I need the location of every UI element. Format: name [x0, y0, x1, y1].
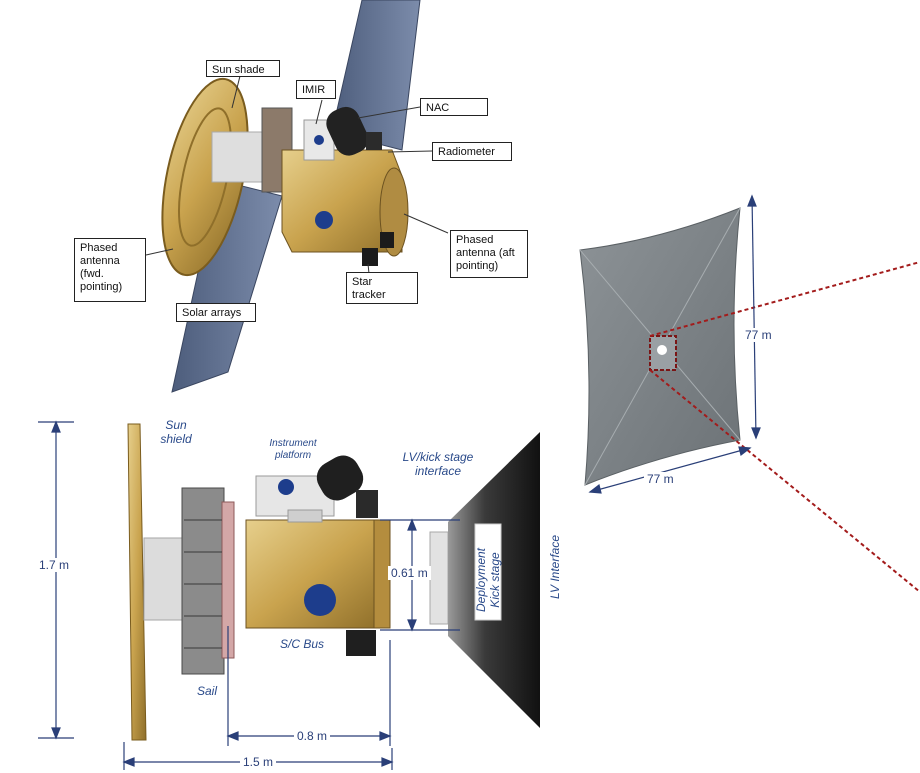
label-sun-shield: Sun shield [160, 418, 192, 446]
dim-total-length: 1.5 m [240, 755, 277, 769]
label-lv-interface: LV Interface [548, 534, 562, 600]
deployed-sail [579, 207, 741, 486]
zoom-lines [649, 261, 920, 593]
callout-nac: NAC [420, 98, 488, 116]
sail-height-dim: 77 m [742, 328, 775, 342]
dim-bus-height: 0.61 m [388, 566, 431, 580]
side-view-spacecraft [127, 423, 540, 741]
callout-phased-antenna-aft: Phased antenna (aft pointing) [450, 230, 528, 278]
top-spacecraft [161, 0, 421, 393]
sail-stack [181, 487, 225, 675]
label-deployment-kick-stage: Deployment Kick stage [474, 547, 502, 613]
callout-phased-antenna-fwd: Phased antenna (fwd. pointing) [74, 238, 146, 302]
label-sail: Sail [196, 684, 217, 698]
callout-radiometer: Radiometer [432, 142, 512, 161]
label-sc-bus: S/C Bus [279, 637, 324, 651]
nasa-logo-top [315, 211, 333, 229]
callout-sun-shade: Sun shade [206, 60, 280, 77]
label-lv-kick-interface: LV/kick stage interface [402, 450, 474, 478]
sail-dimension-lines [588, 194, 761, 494]
callout-star-tracker: Star tracker [346, 272, 418, 304]
sun-shield [127, 423, 147, 741]
callout-imir: IMIR [296, 80, 336, 99]
label-instrument-platform: Instrument platform [269, 438, 317, 461]
dim-total-height: 1.7 m [36, 558, 73, 572]
sail-width-dim: 77 m [644, 472, 677, 486]
sun-shade-disc [161, 77, 249, 277]
callout-solar-arrays: Solar arrays [176, 303, 256, 322]
nasa-logo-side [304, 584, 336, 616]
spacecraft-bus-top [281, 149, 403, 253]
callout-leaders [145, 75, 449, 284]
dim-bus-length: 0.8 m [294, 729, 331, 743]
